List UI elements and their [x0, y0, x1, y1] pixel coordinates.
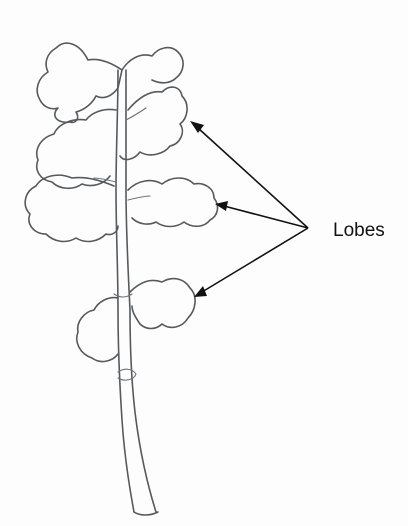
leaf-lobe-lower-right	[130, 279, 195, 329]
lobes-label: Lobes	[333, 219, 385, 243]
leaf-lobe-middle-right	[128, 178, 217, 227]
leaf-top-lobe	[37, 43, 122, 122]
leaf-crown-right	[122, 48, 183, 83]
leaf-lobe-lower-left	[77, 298, 118, 362]
petiole-base	[134, 512, 158, 515]
arrow-to-lower-lobe	[202, 228, 308, 292]
stalk-node-lower	[118, 369, 136, 380]
leaf-lobe-middle-left	[25, 175, 118, 241]
midrib-vein-3	[128, 196, 150, 200]
arrow-head-lower	[194, 286, 207, 297]
leaf-lobe-upper-right	[120, 87, 187, 159]
annotation-arrows	[190, 121, 308, 297]
